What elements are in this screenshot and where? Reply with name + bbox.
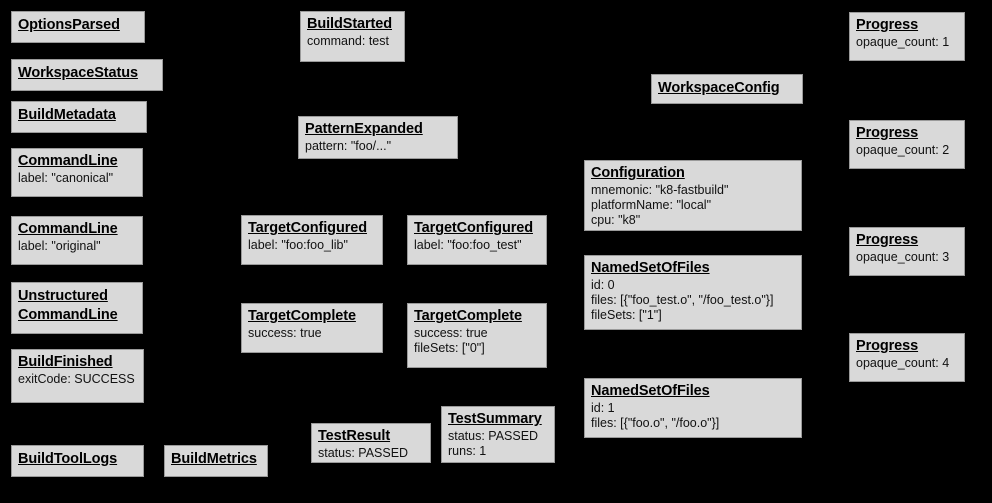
node-fields: command: test xyxy=(307,34,398,49)
node-build-metadata[interactable]: BuildMetadata xyxy=(11,101,147,133)
node-field: opaque_count: 1 xyxy=(856,35,950,49)
node-title: TargetConfigured xyxy=(248,220,367,236)
node-title: OptionsParsed xyxy=(18,17,120,33)
node-title: NamedSetOfFiles xyxy=(591,383,710,399)
node-title: CommandLine xyxy=(18,153,118,169)
node-field: runs: 1 xyxy=(448,444,487,458)
node-field: pattern: "foo/..." xyxy=(305,139,392,153)
node-target-configured-foo-test[interactable]: TargetConfigured label: "foo:foo_test" xyxy=(407,215,547,265)
node-field: label: "foo:foo_lib" xyxy=(248,238,348,252)
node-fields: label: "canonical" xyxy=(18,171,136,186)
node-field: exitCode: SUCCESS xyxy=(18,372,135,386)
node-fields: label: "original" xyxy=(18,239,136,254)
node-title: CommandLine xyxy=(18,221,118,237)
node-field: label: "original" xyxy=(18,239,101,253)
node-field: command: test xyxy=(307,34,389,48)
node-configuration[interactable]: Configuration mnemonic: "k8-fastbuild"pla… xyxy=(584,160,802,231)
node-title: NamedSetOfFiles xyxy=(591,260,710,276)
node-options-parsed[interactable]: OptionsParsed xyxy=(11,11,145,43)
node-build-started[interactable]: BuildStarted command: test xyxy=(300,11,405,62)
node-workspace-config[interactable]: WorkspaceConfig xyxy=(651,74,803,104)
node-unstructured-command-line[interactable]: Unstructured CommandLine xyxy=(11,282,143,334)
node-field: fileSets: ["1"] xyxy=(591,308,662,322)
node-field: success: true xyxy=(414,326,488,340)
node-field: opaque_count: 4 xyxy=(856,356,950,370)
node-fields: mnemonic: "k8-fastbuild"platformName: "l… xyxy=(591,183,795,228)
node-title: BuildToolLogs xyxy=(18,451,118,467)
node-fields: opaque_count: 2 xyxy=(856,143,958,158)
node-progress-4[interactable]: Progress opaque_count: 4 xyxy=(849,333,965,382)
node-title: TestResult xyxy=(318,428,391,444)
node-title: BuildMetadata xyxy=(18,107,116,123)
node-progress-3[interactable]: Progress opaque_count: 3 xyxy=(849,227,965,276)
node-title: Progress xyxy=(856,17,919,33)
node-field: mnemonic: "k8-fastbuild" xyxy=(591,183,729,197)
node-field: id: 1 xyxy=(591,401,615,415)
node-title: Progress xyxy=(856,125,919,141)
node-field: success: true xyxy=(248,326,322,340)
node-progress-1[interactable]: Progress opaque_count: 1 xyxy=(849,12,965,61)
node-field: id: 0 xyxy=(591,278,615,292)
node-field: status: PASSED xyxy=(448,429,539,443)
node-build-finished[interactable]: BuildFinished exitCode: SUCCESS xyxy=(11,349,144,403)
node-fields: status: PASSED xyxy=(318,446,424,461)
node-field: status: PASSED xyxy=(318,446,409,460)
node-field: files: [{"foo_test.o", "/foo_test.o"}] xyxy=(591,293,774,307)
node-title: TestSummary xyxy=(448,411,542,427)
node-build-metrics[interactable]: BuildMetrics xyxy=(164,445,268,477)
node-field: opaque_count: 2 xyxy=(856,143,950,157)
node-title: Configuration xyxy=(591,165,685,181)
node-target-configured-foo-lib[interactable]: TargetConfigured label: "foo:foo_lib" xyxy=(241,215,383,265)
node-title: TargetConfigured xyxy=(414,220,533,236)
node-title: WorkspaceConfig xyxy=(658,80,780,96)
node-fields: exitCode: SUCCESS xyxy=(18,372,137,387)
node-title: BuildMetrics xyxy=(171,451,257,467)
node-test-result[interactable]: TestResult status: PASSED xyxy=(311,423,431,463)
node-title: BuildStarted xyxy=(307,16,393,32)
node-target-complete-lib[interactable]: TargetComplete success: true xyxy=(241,303,383,353)
node-fields: opaque_count: 3 xyxy=(856,250,958,265)
node-command-line-original[interactable]: CommandLine label: "original" xyxy=(11,216,143,265)
node-fields: pattern: "foo/..." xyxy=(305,139,451,154)
node-build-tool-logs[interactable]: BuildToolLogs xyxy=(11,445,144,477)
node-fields: label: "foo:foo_lib" xyxy=(248,238,376,253)
node-workspace-status[interactable]: WorkspaceStatus xyxy=(11,59,163,91)
node-title: BuildFinished xyxy=(18,354,113,370)
node-title: Progress xyxy=(856,338,919,354)
node-fields: opaque_count: 1 xyxy=(856,35,958,50)
node-title: PatternExpanded xyxy=(305,121,423,137)
node-field: opaque_count: 3 xyxy=(856,250,950,264)
node-command-line-canonical[interactable]: CommandLine label: "canonical" xyxy=(11,148,143,197)
node-progress-2[interactable]: Progress opaque_count: 2 xyxy=(849,120,965,169)
node-field: platformName: "local" xyxy=(591,198,712,212)
node-field: cpu: "k8" xyxy=(591,213,641,227)
node-field: fileSets: ["0"] xyxy=(414,341,485,355)
node-title: TargetComplete xyxy=(248,308,356,324)
node-fields: success: true xyxy=(248,326,376,341)
node-title: TargetComplete xyxy=(414,308,522,324)
node-field: files: [{"foo.o", "/foo.o"}] xyxy=(591,416,720,430)
node-title: Unstructured CommandLine xyxy=(18,288,118,323)
node-field: label: "foo:foo_test" xyxy=(414,238,522,252)
node-title: Progress xyxy=(856,232,919,248)
node-field: label: "canonical" xyxy=(18,171,114,185)
node-fields: opaque_count: 4 xyxy=(856,356,958,371)
node-pattern-expanded[interactable]: PatternExpanded pattern: "foo/..." xyxy=(298,116,458,159)
node-fields: label: "foo:foo_test" xyxy=(414,238,540,253)
node-title: WorkspaceStatus xyxy=(18,65,138,81)
